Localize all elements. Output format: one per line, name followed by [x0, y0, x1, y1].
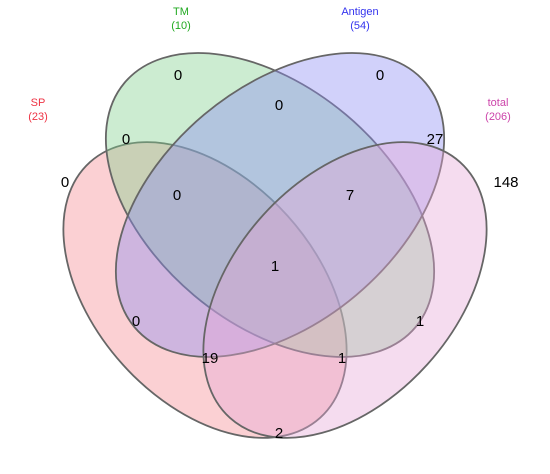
sp-ellipse	[62, 141, 348, 439]
antigen-label: Antigen	[341, 6, 378, 18]
total-ellipse	[202, 141, 488, 439]
sp-label: SP	[31, 97, 46, 109]
region-antigen-only: 0	[376, 67, 384, 84]
region-sp-antigen-total: 19	[202, 350, 219, 367]
total-count: (206)	[485, 111, 511, 123]
region-tm-only: 0	[174, 67, 182, 84]
region-all-four: 1	[271, 258, 279, 275]
region-antigen-total: 27	[427, 131, 444, 148]
total-label: total	[488, 97, 509, 109]
region-sp-total: 2	[275, 425, 283, 442]
region-tm-total: 1	[416, 313, 424, 330]
region-total-only: 148	[493, 174, 518, 191]
sp-count: (23)	[28, 111, 48, 123]
region-tm-antigen: 0	[275, 97, 283, 114]
antigen-ellipse	[114, 52, 446, 358]
region-sp-only: 0	[61, 174, 69, 191]
region-sp-antigen: 0	[132, 313, 140, 330]
region-tm-antigen-total: 7	[346, 187, 354, 204]
tm-label: TM	[173, 6, 189, 18]
region-sp-tm: 0	[122, 131, 130, 148]
region-sp-tm-antigen: 0	[173, 187, 181, 204]
antigen-count: (54)	[350, 20, 370, 32]
region-sp-tm-total: 1	[338, 350, 346, 367]
tm-count: (10)	[171, 20, 191, 32]
